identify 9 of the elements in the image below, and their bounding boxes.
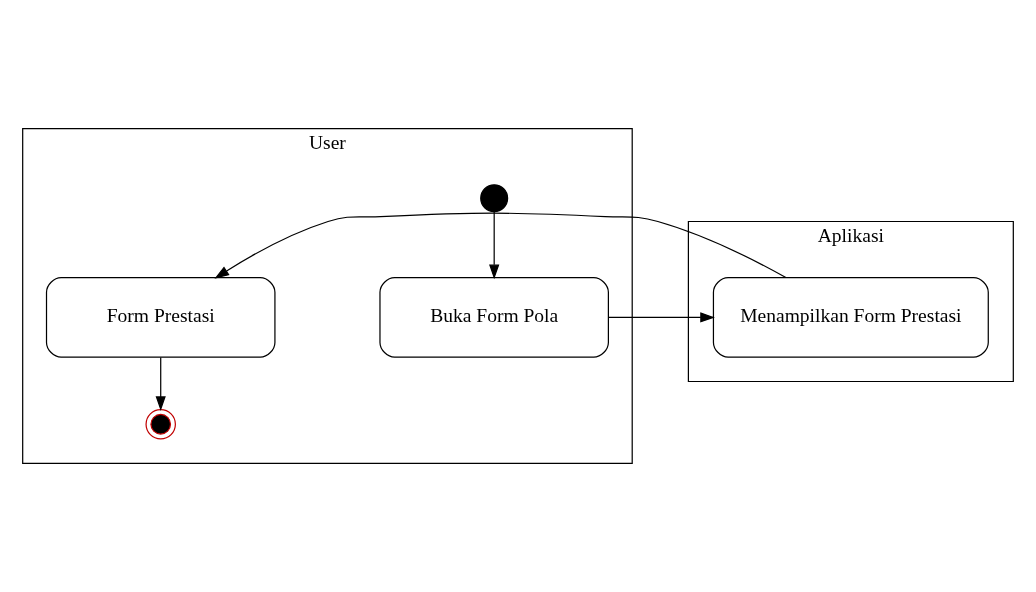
node-box: Form Prestasi <box>45 277 276 358</box>
node-circle <box>480 184 509 213</box>
node-box: Buka Form Pola <box>379 277 609 358</box>
arrow <box>489 211 500 280</box>
node-bullseye <box>145 409 176 440</box>
arrow <box>214 212 787 279</box>
arrow <box>607 312 715 323</box>
node-box: Menampilkan Form Prestasi <box>712 277 989 358</box>
arrow <box>155 356 166 411</box>
